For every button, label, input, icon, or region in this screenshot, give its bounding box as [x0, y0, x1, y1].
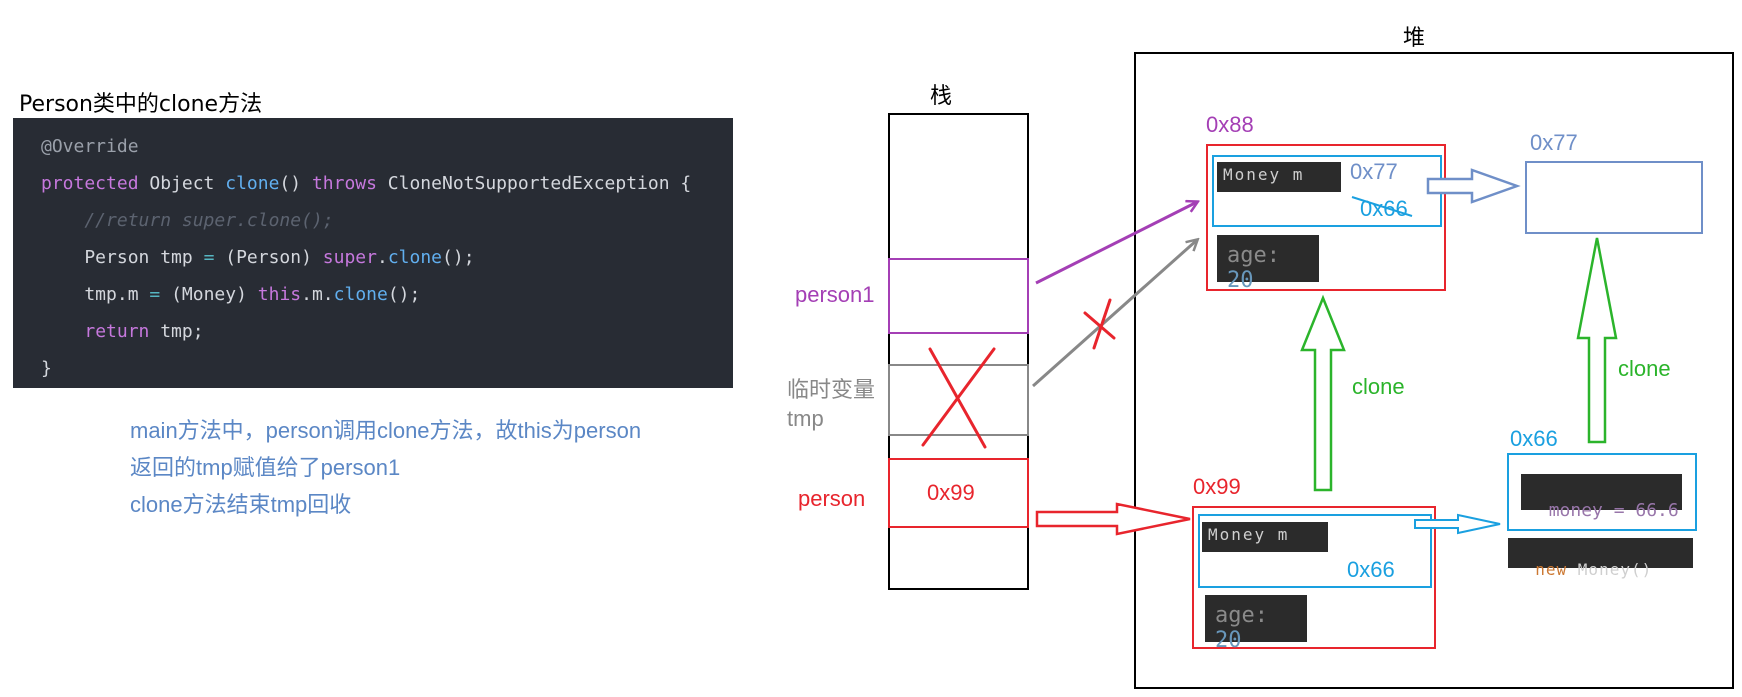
code-token: @Override: [41, 136, 139, 157]
old-field-link: [1351, 196, 1413, 217]
notes: main方法中，person调用clone方法，故this为person 返回的…: [130, 412, 641, 523]
clone-arrow-left: [1300, 294, 1346, 492]
stack-title: 栈: [930, 83, 953, 108]
stack-frame: [888, 113, 1029, 590]
obj-0x99-age-value: 20: [1215, 628, 1242, 653]
code-token: (Person): [225, 247, 323, 268]
note-line-3: clone方法结束tmp回收: [130, 492, 352, 517]
code-line: @Override: [41, 128, 733, 165]
code-line: Person tmp = (Person) super.clone();: [41, 239, 733, 276]
code-token: //return super.clone();: [41, 210, 334, 231]
code-line: protected Object clone() throws CloneNot…: [41, 165, 733, 202]
person1-label: person1: [795, 282, 875, 307]
obj-0x99-address: 0x99: [1193, 474, 1241, 499]
code-line: }: [41, 350, 733, 387]
stack-slot-person: [888, 458, 1029, 528]
clone-arrow-right: [1576, 237, 1618, 444]
code-token: super: [322, 247, 377, 268]
code-token: tmp.m: [41, 284, 150, 305]
obj-0x88-age: age: 20: [1217, 235, 1319, 293]
new-keyword: new: [1535, 560, 1578, 579]
code-token: =: [203, 247, 226, 268]
obj-0x99-money-field: [1198, 514, 1432, 588]
code-line: return tmp;: [41, 313, 733, 350]
obj-0x99-age-label: age:: [1215, 603, 1268, 628]
code-token: return: [84, 321, 161, 342]
code-token: Person tmp: [41, 247, 204, 268]
obj-0x77-address: 0x77: [1530, 130, 1578, 155]
code-token: (): [279, 173, 312, 194]
clone-label-left: clone: [1352, 374, 1405, 399]
field-0x77-arrow: [1426, 168, 1521, 204]
code-token: tmp;: [160, 321, 204, 342]
code-token: Object: [149, 173, 226, 194]
heap-title: 堆: [1403, 25, 1426, 50]
stack-slot-person1: [888, 258, 1029, 334]
obj-0x88-field-old-address: 0x66: [1360, 196, 1408, 221]
code-line: //return super.clone();: [41, 202, 733, 239]
code-token: ();: [387, 284, 421, 305]
code-token: throws: [311, 173, 388, 194]
code-token: .: [376, 247, 388, 268]
code-token: clone: [387, 247, 443, 268]
code-token: CloneNotSupportedException {: [387, 173, 692, 194]
code-token: this: [257, 284, 302, 305]
obj-0x88-age-value: 20: [1227, 268, 1254, 293]
field-0x66-arrow: [1414, 513, 1501, 535]
obj-0x99-field-label-text: Money m: [1208, 525, 1290, 544]
obj-0x66-content-text: money = 66.6: [1548, 500, 1679, 521]
stack-slot-tmp: [888, 364, 1029, 436]
note-line-2: 返回的tmp赋值给了person1: [130, 455, 401, 480]
code-token: =: [149, 284, 172, 305]
code-panel-title: Person类中的clone方法: [19, 92, 263, 117]
obj-0x66-address: 0x66: [1510, 426, 1558, 451]
code-token: protected: [41, 173, 150, 194]
tmp-slot-cross-icon: [921, 347, 996, 449]
obj-0x88-field-address: 0x77: [1350, 159, 1398, 184]
obj-0x99-age: age: 20: [1205, 595, 1307, 653]
new-money-label: new Money(): [1508, 538, 1693, 579]
person1-reference-arrow: [1035, 202, 1197, 285]
person-reference-arrow: [1035, 502, 1191, 536]
heap-frame: [1134, 52, 1734, 689]
tmp-arrow-cross-icon: [1083, 298, 1116, 350]
note-line-1: main方法中，person调用clone方法，故this为person: [130, 418, 642, 443]
person-label: person: [798, 486, 866, 511]
obj-0x77: [1525, 161, 1703, 234]
code-line: tmp.m = (Money) this.m.clone();: [41, 276, 733, 313]
obj-0x88-field-label-text: Money m: [1223, 165, 1305, 184]
obj-0x66: [1507, 453, 1697, 531]
code-token: (Money): [171, 284, 258, 305]
obj-0x99: [1192, 506, 1436, 649]
obj-0x88-address: 0x88: [1206, 112, 1254, 137]
clone-label-right: clone: [1618, 356, 1671, 381]
code-token: clone: [225, 173, 280, 194]
code-token: ();: [442, 247, 475, 268]
person-ref-value: 0x99: [927, 480, 975, 505]
obj-0x88: [1206, 144, 1446, 291]
code-token: }: [41, 358, 52, 379]
obj-0x66-content: money = 66.6: [1521, 474, 1682, 521]
obj-0x88-age-label: age:: [1227, 243, 1280, 268]
tmp-label-line1: 临时变量: [787, 377, 876, 402]
tmp-reference-arrow: [1032, 240, 1197, 388]
new-money-type: Money(): [1577, 560, 1653, 579]
code-token: .m.: [301, 284, 334, 305]
obj-0x99-field-label: Money m: [1202, 522, 1328, 552]
tmp-label-line2: tmp: [787, 406, 824, 431]
obj-0x88-field-label: Money m: [1217, 162, 1341, 192]
code-token: clone: [333, 284, 388, 305]
obj-0x99-field-address: 0x66: [1347, 557, 1395, 582]
